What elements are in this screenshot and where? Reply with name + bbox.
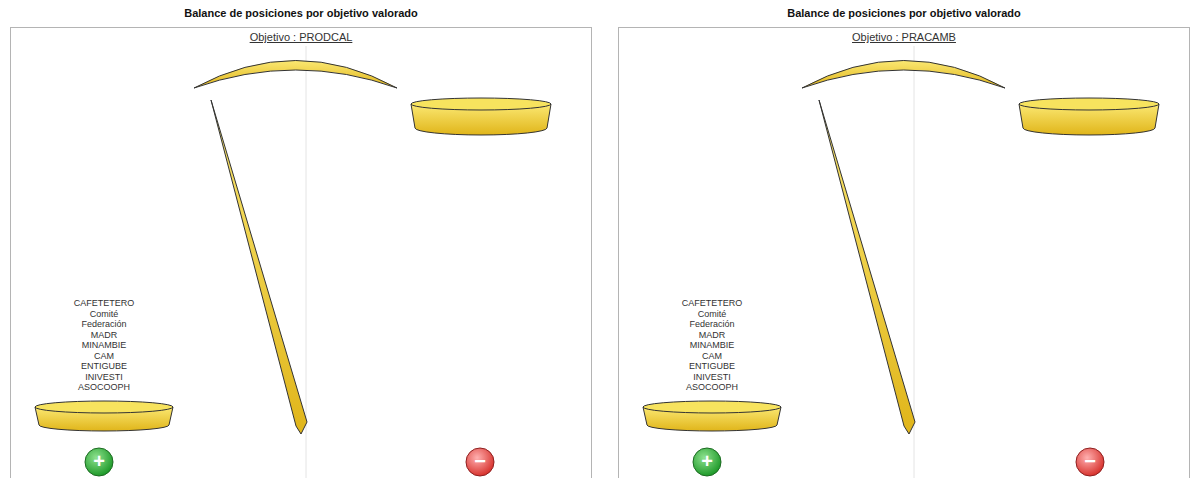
- actor-name: MADR: [25, 330, 183, 341]
- actor-name: Federación: [25, 319, 183, 330]
- actor-name: CAM: [633, 351, 791, 362]
- sign-symbol: +: [84, 447, 114, 475]
- actor-name: INIVESTI: [633, 372, 791, 383]
- actor-name: CAFETETERO: [25, 298, 183, 309]
- sign-symbol: −: [465, 447, 495, 475]
- actor-name: CAFETETERO: [633, 298, 791, 309]
- sign-symbol: −: [1075, 447, 1105, 475]
- actor-name: ENTIGUBE: [25, 361, 183, 372]
- actor-name: CAM: [25, 351, 183, 362]
- center-line: [306, 46, 307, 478]
- actor-name: MADR: [633, 330, 791, 341]
- sign-button: +: [692, 447, 722, 477]
- actor-name: Comité: [633, 309, 791, 320]
- beam-arc: [802, 61, 1005, 89]
- sign-button: −: [1075, 447, 1105, 477]
- actor-name: ASOCOOPH: [633, 382, 791, 393]
- sign-symbol: +: [692, 447, 722, 475]
- actor-list: CAFETETEROComitéFederaciónMADRMINAMBIECA…: [633, 298, 791, 393]
- scale-pan-actors: CAFETETEROComitéFederaciónMADRMINAMBIECA…: [633, 298, 791, 433]
- chart-title: Balance de posiciones por objetivo valor…: [1, 7, 601, 19]
- actor-name: ENTIGUBE: [633, 361, 791, 372]
- actor-name: INIVESTI: [25, 372, 183, 383]
- scale-pan-rim: [1019, 98, 1159, 110]
- center-line: [914, 46, 915, 478]
- beam-arc: [194, 61, 397, 89]
- objective-label: Objetivo : PRODCAL: [11, 31, 591, 43]
- needle: [819, 100, 915, 434]
- objective-label: Objetivo : PRACAMB: [619, 31, 1189, 43]
- actor-name: ASOCOOPH: [25, 382, 183, 393]
- sign-button: −: [465, 447, 495, 477]
- needle: [211, 100, 307, 434]
- actor-name: Comité: [25, 309, 183, 320]
- actor-list: CAFETETEROComitéFederaciónMADRMINAMBIECA…: [25, 298, 183, 393]
- balance-panel: Balance de posiciones por objetivo valor…: [618, 27, 1190, 478]
- scale-pan-rim: [411, 98, 551, 110]
- actor-name: Federación: [633, 319, 791, 330]
- scale-pan-actors: CAFETETEROComitéFederaciónMADRMINAMBIECA…: [25, 298, 183, 433]
- sign-button: +: [84, 447, 114, 477]
- actor-name: MINAMBIE: [25, 340, 183, 351]
- balance-panel: Balance de posiciones por objetivo valor…: [10, 27, 592, 478]
- chart-title: Balance de posiciones por objetivo valor…: [609, 7, 1196, 19]
- actor-name: MINAMBIE: [633, 340, 791, 351]
